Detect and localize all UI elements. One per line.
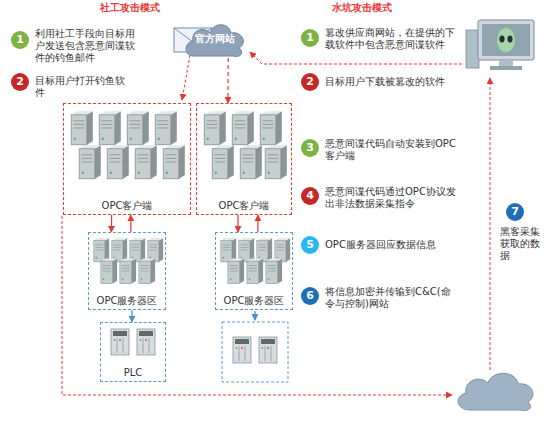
server-icon xyxy=(212,145,234,179)
callout-number: 1 xyxy=(11,31,29,49)
callout-number: 6 xyxy=(301,287,319,305)
step-note: 目标用户下载被篡改的软件 xyxy=(325,76,457,88)
server-icon xyxy=(163,145,185,179)
monitor-stand xyxy=(499,60,513,66)
server-icon xyxy=(155,111,177,145)
node-label: OPC客户端 xyxy=(217,200,272,212)
node-label: PLC xyxy=(122,367,145,379)
callout-number: 2 xyxy=(301,73,319,91)
cloud-outline xyxy=(186,25,243,57)
opc-server-zone: OPC服务器区 xyxy=(88,232,166,310)
server-icon xyxy=(120,258,136,283)
hacker-icon xyxy=(466,20,534,70)
server-icon xyxy=(139,258,155,283)
callout-number: 4 xyxy=(301,187,319,205)
step-note: 恶意间谍代码通过OPC协议发出非法数据采集指令 xyxy=(325,186,457,210)
server-icon xyxy=(228,258,244,283)
server-icon xyxy=(135,145,157,179)
hacker-monitor xyxy=(478,20,534,60)
opc-client-zone: OPC客户端 xyxy=(196,103,292,215)
alien-eye xyxy=(507,35,512,42)
server-icon xyxy=(204,111,226,145)
node-label: OPC服务器区 xyxy=(95,295,160,307)
node-label: 官方网站 xyxy=(193,33,237,45)
email-arrow xyxy=(182,55,190,100)
command-arrow xyxy=(237,215,238,232)
opc-server-zone: OPC服务器区 xyxy=(215,232,293,310)
node-label: OPC客户端 xyxy=(100,200,155,212)
opc-client-zone: OPC客户端 xyxy=(63,103,191,215)
server-icon xyxy=(275,238,290,262)
website-cloud: 官方网站 xyxy=(182,20,248,58)
server-icon xyxy=(130,238,145,262)
hacker-screen xyxy=(482,24,530,56)
plc-icon xyxy=(259,337,277,363)
server-icon xyxy=(239,238,254,262)
response-arrow xyxy=(130,215,131,232)
monitor-base xyxy=(490,66,522,70)
node-label: OPC服务器区 xyxy=(222,295,287,307)
callout-number: 1 xyxy=(301,29,319,47)
download-arrow xyxy=(227,58,228,103)
callout-number: 2 xyxy=(11,73,29,91)
server-icon xyxy=(79,145,101,179)
exfil-arrow xyxy=(490,78,491,370)
server-group xyxy=(221,238,290,284)
server-icon xyxy=(221,238,236,262)
alien-head xyxy=(497,28,515,52)
server-icon xyxy=(247,258,263,283)
step-note: OPC服务器回应数据信息 xyxy=(325,239,457,251)
response-arrow xyxy=(257,215,258,232)
server-icon xyxy=(260,111,282,145)
tamper-arrow xyxy=(250,52,462,64)
server-icon xyxy=(257,238,272,262)
server-icon xyxy=(232,111,254,145)
plc-icon xyxy=(111,329,129,355)
server-icon xyxy=(127,111,149,145)
server-group xyxy=(94,238,163,284)
server-group xyxy=(204,111,287,179)
plc-icon xyxy=(137,329,155,355)
alien-eye xyxy=(499,35,504,42)
control-arrow xyxy=(254,311,255,320)
control-arrow xyxy=(131,310,132,322)
plc-zone: PLC xyxy=(100,322,166,382)
server-icon xyxy=(99,111,121,145)
callout-number: 7 xyxy=(506,203,524,221)
server-icon xyxy=(107,145,129,179)
server-icon xyxy=(240,145,262,179)
cnc-cloud xyxy=(458,373,533,410)
mode-heading: 水坑攻击模式 xyxy=(332,2,392,14)
step-note: 利用社工手段向目标用户发送包含恶意间谍软件的钓鱼邮件 xyxy=(35,28,135,64)
step-note: 将信息加密并传输到C&C(命令与控制)网站 xyxy=(325,286,457,310)
server-icon xyxy=(94,238,109,262)
step-note: 篡改供应商网站，在提供的下载软件中包含恶意间谍软件 xyxy=(325,27,457,51)
hacker-tower xyxy=(466,30,479,68)
server-icon xyxy=(112,238,127,262)
callout-number: 5 xyxy=(301,236,319,254)
command-arrow xyxy=(111,215,112,232)
step-note: 目标用户打开钓鱼软件 xyxy=(35,75,125,99)
server-icon xyxy=(148,238,163,262)
plc-icon xyxy=(233,337,251,363)
server-icon xyxy=(266,258,282,283)
server-icon xyxy=(101,258,117,283)
device-zone xyxy=(222,322,288,382)
step-note: 黑客采集获取的数据 xyxy=(500,226,542,262)
step-note: 恶意间谍代码自动安装到OPC客户端 xyxy=(325,138,457,162)
server-icon xyxy=(71,111,93,145)
server-icon xyxy=(265,145,287,179)
mode-heading: 社工攻击模式 xyxy=(100,2,160,14)
server-group xyxy=(71,111,185,179)
callout-number: 3 xyxy=(301,139,319,157)
